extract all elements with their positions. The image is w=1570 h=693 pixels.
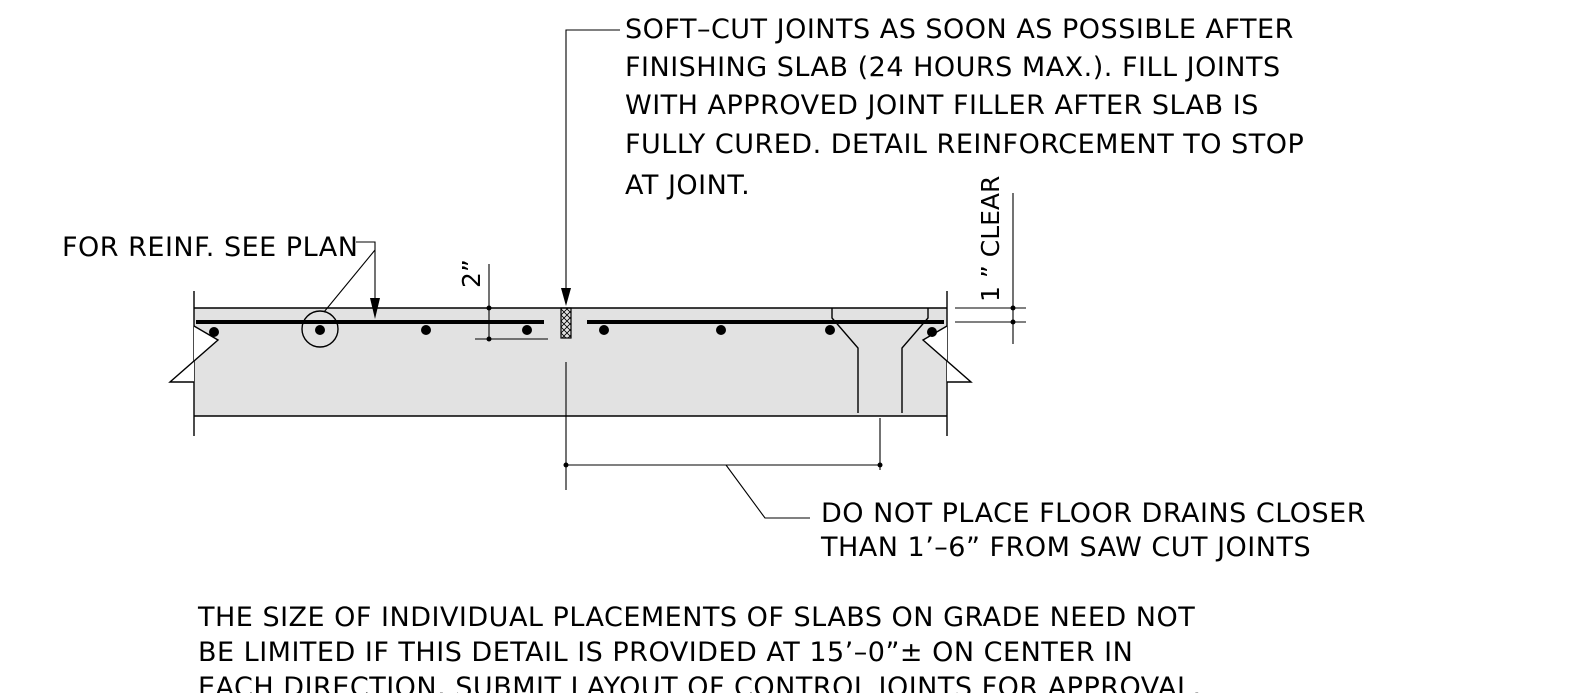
rebar-dot [716, 325, 726, 335]
general-note-line: BE LIMITED IF THIS DETAIL IS PROVIDED AT… [198, 637, 1133, 668]
soft-cut-note-line: FULLY CURED. DETAIL REINFORCEMENT TO STO… [625, 129, 1304, 160]
top-cover-label: 2” [457, 259, 486, 288]
soft-cut-note: SOFT–CUT JOINTS AS SOON AS POSSIBLE AFTE… [625, 14, 1313, 201]
soft-cut-note-line: AT JOINT. [625, 170, 750, 201]
floor-drain-note: DO NOT PLACE FLOOR DRAINS CLOSER THAN 1’… [820, 498, 1375, 563]
clear-cover-label: 1 ” CLEAR [976, 176, 1005, 302]
rebar-dot [599, 325, 609, 335]
rebar-dot [209, 327, 219, 337]
dimension-clear-cover [955, 193, 1026, 344]
joint-filler [560, 307, 572, 339]
general-note: THE SIZE OF INDIVIDUAL PLACEMENTS OF SLA… [197, 602, 1204, 693]
general-note-line: EACH DIRECTION. SUBMIT LAYOUT OF CONTROL… [198, 672, 1202, 693]
drain-wall-left [831, 308, 859, 413]
rebar-dot [927, 327, 937, 337]
reinf-leader [323, 241, 380, 319]
rebar-dot [825, 325, 835, 335]
break-line-left [168, 325, 220, 383]
soft-cut-note-line: WITH APPROVED JOINT FILLER AFTER SLAB IS [625, 90, 1259, 121]
rebar-dots [209, 325, 937, 337]
floor-drain-note-line: DO NOT PLACE FLOOR DRAINS CLOSER [821, 498, 1366, 529]
soft-cut-note-line: SOFT–CUT JOINTS AS SOON AS POSSIBLE AFTE… [625, 14, 1294, 45]
floor-drain [831, 308, 929, 413]
general-note-line: THE SIZE OF INDIVIDUAL PLACEMENTS OF SLA… [197, 602, 1195, 633]
soft-cut-leader [561, 29, 620, 306]
drain-spacing-dimension [563, 418, 883, 519]
callout-circle [301, 310, 339, 348]
reinf-note: FOR REINF. SEE PLAN [62, 232, 358, 263]
soft-cut-note-line: FINISHING SLAB (24 HOURS MAX.). FILL JOI… [625, 52, 1281, 83]
rebar-dot [522, 325, 532, 335]
rebar-dot [315, 325, 325, 335]
drain-wall-right [901, 308, 929, 413]
floor-drain-note-line: THAN 1’–6” FROM SAW CUT JOINTS [820, 532, 1311, 563]
rebar-dot [421, 325, 431, 335]
saw-cut-joint [560, 307, 572, 490]
dimension-top-cover [475, 264, 548, 342]
